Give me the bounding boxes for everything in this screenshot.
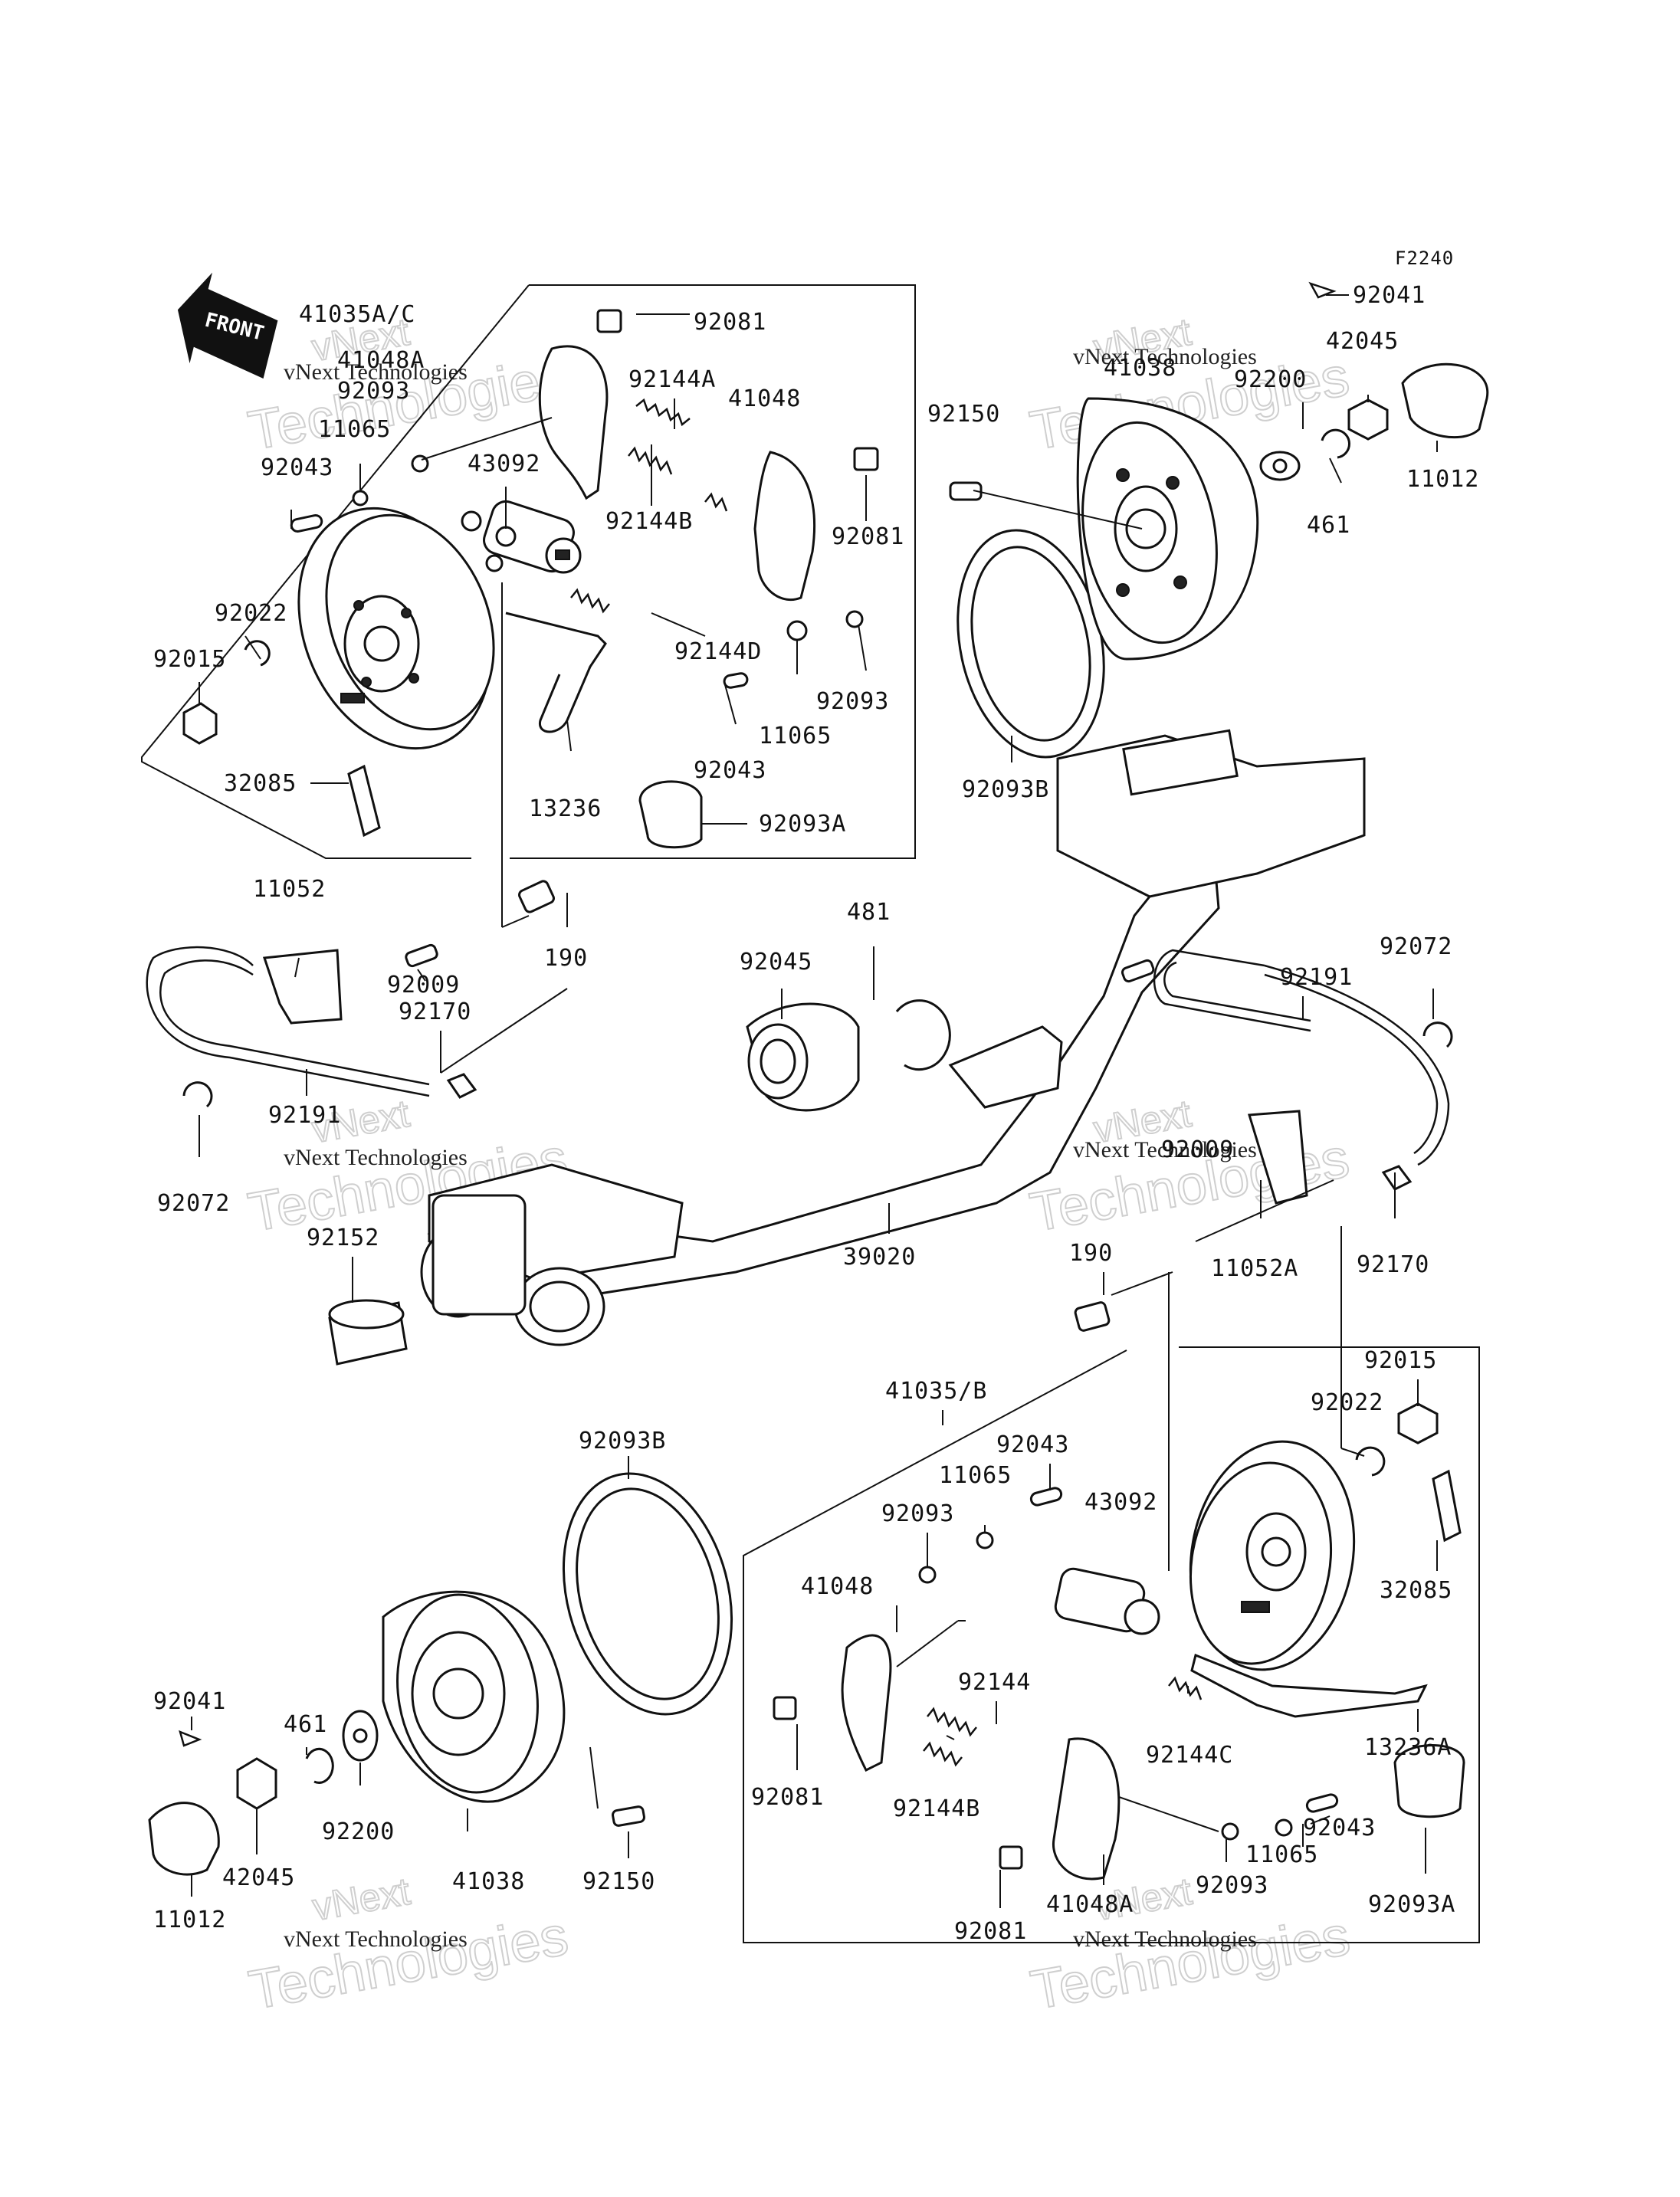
watermark-text: vNext Technologies xyxy=(284,1926,468,1952)
part-label: 11052A xyxy=(1211,1255,1298,1282)
watermark-text: vNext Technologies xyxy=(1073,1137,1257,1162)
part-label: 42045 xyxy=(222,1864,295,1891)
watermark-text: vNext Technologies xyxy=(284,359,468,385)
brake-assembly-lower xyxy=(773,1402,1465,1881)
axle-housing xyxy=(328,729,1366,1366)
part-label: 92043 xyxy=(996,1431,1069,1458)
part-label: 92043 xyxy=(694,757,766,784)
part-label: 32085 xyxy=(224,770,297,797)
watermark-text: vNext Technologies xyxy=(1073,344,1257,369)
brake-lines xyxy=(146,880,1453,1332)
group-outlines xyxy=(141,284,1480,1943)
part-label: 92093 xyxy=(337,378,410,405)
part-label: 92150 xyxy=(582,1868,655,1895)
part-label: 41035A/C xyxy=(299,301,416,328)
part-label: 41048A xyxy=(1046,1891,1134,1918)
part-label: 92144 xyxy=(958,1669,1031,1696)
watermark-vnext: vNext xyxy=(310,1870,414,1929)
part-label: 92150 xyxy=(927,401,1000,428)
part-label: 92043 xyxy=(261,454,333,481)
part-label: 43092 xyxy=(1084,1489,1157,1516)
part-label: 92144B xyxy=(893,1795,980,1822)
part-label: 92200 xyxy=(322,1818,395,1845)
part-label: 11012 xyxy=(1406,466,1479,493)
part-label: 92093B xyxy=(579,1428,666,1454)
part-label: 92144B xyxy=(605,508,693,535)
part-label: 11065 xyxy=(939,1462,1012,1489)
part-label: 92041 xyxy=(153,1688,226,1715)
part-label: 41048 xyxy=(801,1573,874,1600)
part-label: 11065 xyxy=(759,723,832,749)
part-label: 11065 xyxy=(1245,1841,1318,1868)
part-label: 92015 xyxy=(1364,1347,1437,1374)
leader-lines xyxy=(191,294,1438,1908)
part-label: 92093 xyxy=(881,1500,954,1527)
part-label: 39020 xyxy=(843,1244,916,1271)
drum-lower-left xyxy=(148,1472,733,1876)
part-label: 92009 xyxy=(387,972,460,998)
part-label: 92093 xyxy=(1196,1872,1268,1899)
part-label: 92152 xyxy=(307,1225,379,1251)
part-label: 92072 xyxy=(1380,933,1452,960)
part-label: 461 xyxy=(1307,512,1350,539)
part-label: 92093B xyxy=(962,776,1049,803)
part-label: 92093A xyxy=(759,811,846,838)
part-label: 92081 xyxy=(954,1918,1027,1945)
brake-assembly-upper xyxy=(182,309,879,849)
part-label: 92200 xyxy=(1234,366,1307,393)
front-arrow: FRONT xyxy=(177,272,278,379)
part-label: 92009 xyxy=(1161,1136,1234,1163)
part-label: 92081 xyxy=(832,523,904,550)
part-label: 92081 xyxy=(751,1784,824,1811)
part-label: 13236A xyxy=(1364,1734,1452,1761)
part-label: 41048A xyxy=(337,347,425,374)
part-label: 41048 xyxy=(728,385,801,412)
part-label: 461 xyxy=(284,1711,327,1738)
part-label: 92093 xyxy=(816,688,889,715)
part-label: 92170 xyxy=(1357,1251,1429,1278)
part-label: 92144D xyxy=(674,638,762,665)
part-label: 92045 xyxy=(740,949,812,976)
part-label: 11012 xyxy=(153,1907,226,1933)
part-label: 11052 xyxy=(253,876,326,903)
part-label: 92022 xyxy=(1311,1389,1383,1416)
part-label: 190 xyxy=(1069,1240,1113,1267)
part-label: 92043 xyxy=(1303,1815,1376,1841)
watermark-text: vNext Technologies xyxy=(284,1145,468,1170)
watermark-text: vNext Technologies xyxy=(1073,1926,1257,1952)
part-label: 41038 xyxy=(1104,355,1176,382)
part-label: 190 xyxy=(544,945,588,972)
watermark-technologies: Technologies xyxy=(1026,1905,1354,2022)
part-label: 32085 xyxy=(1380,1577,1452,1604)
part-label: 92022 xyxy=(215,600,287,627)
part-labels: F2240 92041 42045 11012 461 92200 41038 … xyxy=(153,248,1479,1945)
part-label: 92081 xyxy=(694,309,766,336)
part-label: 42045 xyxy=(1326,328,1399,355)
part-label: 92072 xyxy=(157,1190,230,1217)
part-label: 92041 xyxy=(1353,282,1426,309)
part-label: 92144C xyxy=(1146,1742,1233,1769)
part-label: 92015 xyxy=(153,646,226,673)
part-label: 41038 xyxy=(452,1868,525,1895)
part-label: 92144A xyxy=(628,366,716,393)
part-label: 92191 xyxy=(268,1102,341,1129)
part-label: 13236 xyxy=(529,795,602,822)
part-label: 41035/B xyxy=(885,1378,987,1405)
part-label: 11065 xyxy=(318,416,391,443)
watermark-technologies: Technologies xyxy=(244,1905,573,2022)
drum-upper-right xyxy=(949,281,1489,759)
part-label: 481 xyxy=(847,899,891,926)
part-label: 92191 xyxy=(1280,964,1353,991)
part-label: 92093A xyxy=(1368,1891,1455,1918)
diagram-code: F2240 xyxy=(1395,248,1454,269)
part-label: 92170 xyxy=(399,998,471,1025)
part-label: 43092 xyxy=(468,451,540,477)
